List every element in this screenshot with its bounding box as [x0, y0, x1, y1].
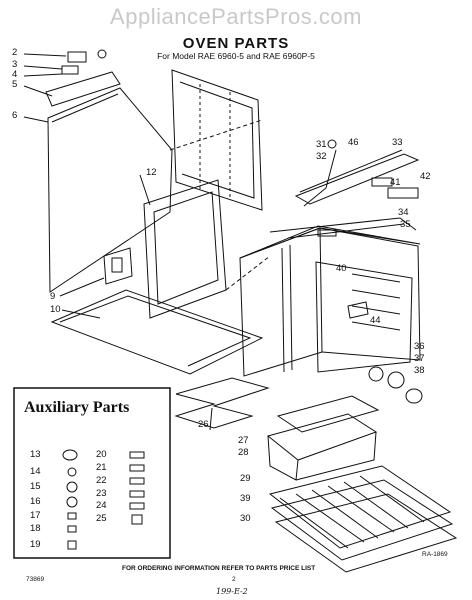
grommet — [328, 140, 336, 148]
callout-36: 36 — [414, 341, 425, 352]
page-number: 2 — [232, 576, 236, 583]
aux-item-22: 22 — [96, 475, 107, 486]
callout-10: 10 — [50, 304, 61, 315]
rod — [304, 150, 336, 206]
callout-35: 35 — [400, 219, 411, 230]
rear-frame — [172, 70, 262, 210]
drawing-code: 73869 — [26, 576, 45, 583]
clip-41 — [372, 178, 392, 186]
callout-12: 12 — [146, 167, 157, 178]
callout-32: 32 — [316, 151, 327, 162]
callout-38: 38 — [414, 365, 425, 376]
oven-rack-1 — [270, 466, 450, 548]
page-subtitle: For Model RAE 6960-5 and RAE 6960P-5 — [157, 51, 315, 61]
lamp-bulb — [406, 389, 422, 403]
callout-40: 40 — [336, 263, 347, 274]
callout-46: 46 — [348, 137, 359, 148]
side-panel — [48, 88, 172, 292]
callout-42: 42 — [420, 171, 431, 182]
callout-41: 41 — [390, 177, 401, 188]
socket-36 — [369, 367, 383, 381]
oven-vent — [348, 302, 368, 318]
top-strip — [46, 72, 120, 106]
figure-code: RA-1869 — [422, 551, 448, 558]
hardware-screw — [98, 50, 106, 58]
hardware-bracket — [68, 52, 86, 62]
broiler-grid — [278, 396, 378, 432]
side-panel-edge — [52, 94, 118, 122]
bake-element — [176, 378, 268, 428]
callout-30: 30 — [240, 513, 251, 524]
callout-34: 34 — [398, 207, 409, 218]
aux-item-21: 21 — [96, 462, 107, 473]
aux-item-19: 19 — [30, 539, 41, 550]
mounting-bracket — [104, 248, 132, 284]
page-title: OVEN PARTS — [182, 35, 290, 52]
callout-31: 31 — [316, 139, 327, 150]
aux-item-23: 23 — [96, 488, 107, 499]
aux-item-14: 14 — [30, 466, 41, 477]
top-bracket — [296, 154, 418, 204]
aux-item-25: 25 — [96, 513, 107, 524]
auxiliary-parts-box — [14, 388, 170, 558]
oven-liner-top — [240, 226, 420, 258]
oven-opening — [316, 262, 412, 372]
callout-33: 33 — [392, 137, 403, 148]
oven-rack-2 — [272, 480, 452, 560]
callout-39: 39 — [240, 493, 251, 504]
callout-9: 9 — [50, 291, 56, 302]
callout-29: 29 — [240, 473, 251, 484]
callout-5: 5 — [12, 79, 18, 90]
watermark: AppliancePartsPros.com — [110, 4, 362, 29]
aux-item-18: 18 — [30, 523, 41, 534]
auxiliary-parts-title: Auxiliary Parts — [24, 399, 130, 416]
bottom-insulation — [52, 290, 262, 374]
callout-27: 27 — [238, 435, 249, 446]
handwritten-note: 199-E-2 — [216, 587, 248, 596]
oven-rack-3 — [276, 494, 456, 572]
ordering-note: FOR ORDERING INFORMATION REFER TO PARTS … — [122, 565, 316, 572]
aux-item-13: 13 — [30, 449, 41, 460]
callout-6: 6 — [12, 110, 18, 121]
callout-37: 37 — [414, 353, 425, 364]
aux-item-16: 16 — [30, 496, 41, 507]
callout-2: 2 — [12, 47, 18, 58]
broiler-pan — [268, 414, 376, 460]
top-rail — [270, 218, 416, 232]
aux-item-15: 15 — [30, 481, 41, 492]
socket-37 — [388, 372, 404, 388]
aux-item-17: 17 — [30, 510, 41, 521]
callout-26: 26 — [198, 419, 209, 430]
door-frame — [144, 180, 226, 318]
clip-42 — [388, 188, 418, 198]
hardware-clip — [62, 66, 78, 74]
aux-item-20: 20 — [96, 449, 107, 460]
callout-44: 44 — [370, 315, 381, 326]
callout-4: 4 — [12, 69, 18, 80]
aux-item-24: 24 — [96, 500, 107, 511]
oven-liner-side — [320, 228, 420, 360]
oven-liner-front — [240, 228, 322, 376]
callout-28: 28 — [238, 447, 249, 458]
callout-3: 3 — [12, 59, 18, 70]
